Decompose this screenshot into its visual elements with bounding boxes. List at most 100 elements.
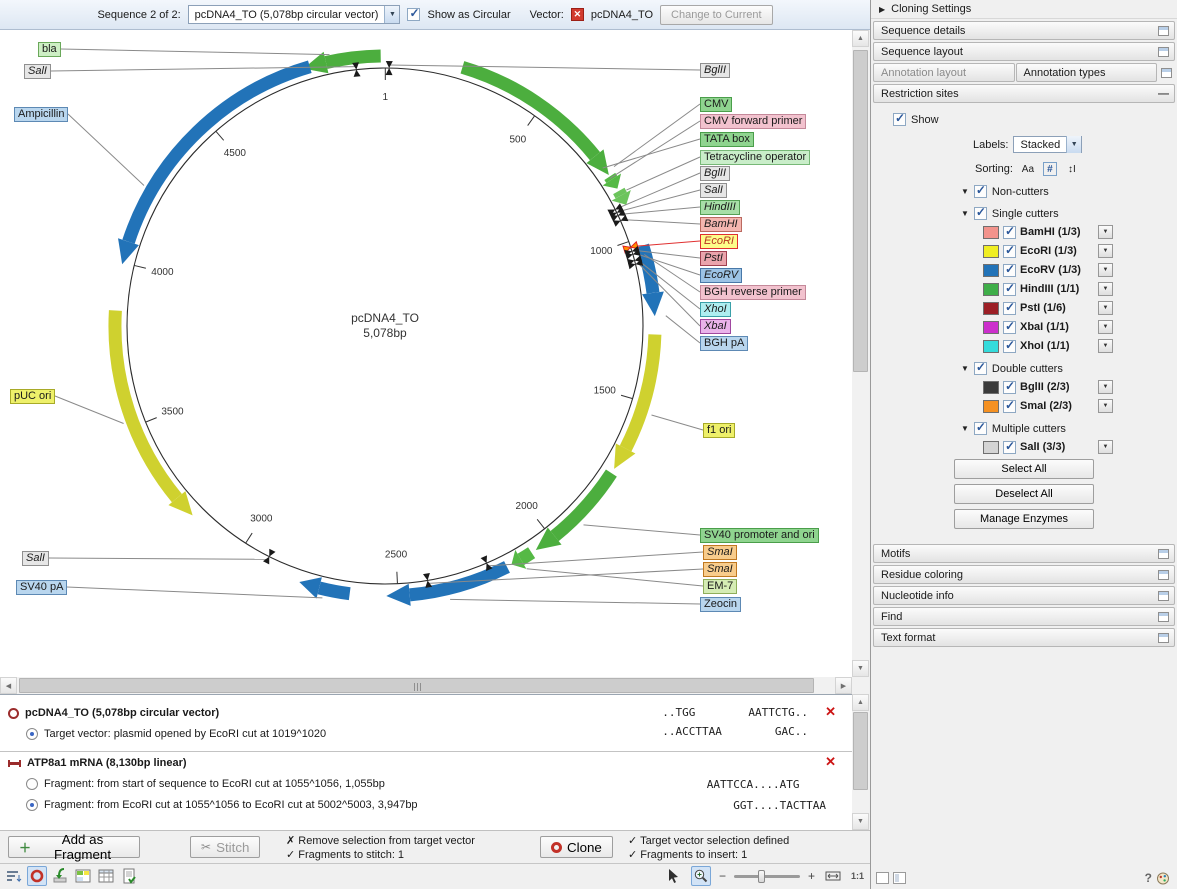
bglii-checkbox[interactable] bbox=[1003, 381, 1016, 394]
map-feature-label[interactable]: SV40 promoter and ori bbox=[700, 528, 819, 543]
plasmid-map-canvas[interactable]: 150010001500200025003000350040004500pcDN… bbox=[0, 30, 852, 677]
map-site-label[interactable]: SalI bbox=[700, 183, 727, 198]
restriction-site-marker[interactable] bbox=[625, 253, 633, 260]
sidebar-group-text-format[interactable]: Text format bbox=[873, 628, 1175, 647]
enzyme-options-dropdown-icon[interactable]: ▼ bbox=[1098, 282, 1113, 296]
map-site-label[interactable]: SmaI bbox=[703, 562, 737, 577]
multiple-cutters-checkbox[interactable] bbox=[974, 422, 987, 435]
map-site-label[interactable]: BglII bbox=[700, 166, 730, 181]
restriction-site-marker[interactable] bbox=[354, 70, 361, 77]
stitch-button[interactable]: ✂ Stitch bbox=[190, 836, 260, 858]
sidebar-group-nucleotide-info[interactable]: Nucleotide info bbox=[873, 586, 1175, 605]
restriction-site-marker[interactable] bbox=[269, 549, 275, 557]
sidebar-group-residue-coloring[interactable]: Residue coloring bbox=[873, 565, 1175, 584]
map-site-label[interactable]: EcoRI bbox=[700, 234, 738, 249]
enzyme-options-dropdown-icon[interactable]: ▼ bbox=[1098, 301, 1113, 315]
dock-panel-icon[interactable] bbox=[876, 872, 889, 884]
sequence-select[interactable]: pcDNA4_TO (5,078bp circular vector) ▼ bbox=[188, 5, 401, 24]
expand-triangle-icon[interactable]: ▼ bbox=[961, 209, 969, 218]
clone-button[interactable]: Clone bbox=[540, 836, 613, 858]
float-panel-icon[interactable] bbox=[1158, 612, 1169, 622]
smai-checkbox[interactable] bbox=[1003, 400, 1016, 413]
float-panel-icon[interactable] bbox=[1158, 549, 1169, 559]
map-feature-label[interactable]: bla bbox=[38, 42, 61, 57]
enzyme-options-dropdown-icon[interactable]: ▼ bbox=[1098, 399, 1113, 413]
cloning-settings-header[interactable]: ▶ Cloning Settings bbox=[871, 0, 1177, 19]
map-site-label[interactable]: XhoI bbox=[700, 302, 731, 317]
map-site-label[interactable]: BglII bbox=[700, 63, 730, 78]
feature-arc[interactable] bbox=[319, 588, 350, 594]
feature-arc[interactable] bbox=[326, 56, 381, 63]
show-restriction-checkbox[interactable] bbox=[893, 113, 906, 126]
restriction-site-marker[interactable] bbox=[352, 62, 359, 69]
sort-alphabetical-icon[interactable]: Aa bbox=[1021, 162, 1035, 176]
target-vector-radio[interactable] bbox=[26, 728, 38, 740]
sort-by-count-icon[interactable]: # bbox=[1043, 162, 1057, 176]
change-to-current-button[interactable]: Change to Current bbox=[660, 5, 773, 25]
float-panel-icon[interactable] bbox=[1158, 47, 1169, 57]
xbai-checkbox[interactable] bbox=[1003, 321, 1016, 334]
fit-to-screen-icon[interactable] bbox=[823, 866, 843, 886]
remove-insert-button[interactable]: ✕ bbox=[825, 755, 836, 768]
enzyme-options-dropdown-icon[interactable]: ▼ bbox=[1098, 320, 1113, 334]
restriction-site-marker[interactable] bbox=[425, 580, 432, 587]
ecori-checkbox[interactable] bbox=[1003, 245, 1016, 258]
restriction-site-marker[interactable] bbox=[386, 68, 393, 75]
sidebar-group-sequence-details[interactable]: Sequence details bbox=[873, 21, 1175, 40]
restriction-site-marker[interactable] bbox=[386, 61, 393, 68]
enzyme-options-dropdown-icon[interactable]: ▼ bbox=[1098, 244, 1113, 258]
side-panel-sort-icon[interactable] bbox=[4, 866, 24, 886]
insert-option-2-radio[interactable] bbox=[26, 799, 38, 811]
map-site-label[interactable]: SalI bbox=[22, 551, 49, 566]
table-colored-icon[interactable] bbox=[73, 866, 93, 886]
insert-option-1-radio[interactable] bbox=[26, 778, 38, 790]
expand-triangle-icon[interactable]: ▼ bbox=[961, 424, 969, 433]
collapse-section-icon[interactable]: — bbox=[1158, 88, 1169, 100]
float-panel-icon[interactable] bbox=[1158, 570, 1169, 580]
bamhi-checkbox[interactable] bbox=[1003, 226, 1016, 239]
enzyme-options-dropdown-icon[interactable]: ▼ bbox=[1098, 440, 1113, 454]
pointer-tool-icon[interactable] bbox=[663, 866, 683, 886]
feature-arc[interactable] bbox=[521, 553, 532, 560]
vector-option[interactable]: Target vector: plasmid opened by EcoRI c… bbox=[26, 728, 326, 740]
tab-annotation-layout[interactable]: Annotation layout bbox=[873, 63, 1015, 82]
map-feature-label[interactable]: EM-7 bbox=[703, 579, 737, 594]
sidebar-group-find[interactable]: Find bbox=[873, 607, 1175, 626]
split-panel-icon[interactable] bbox=[893, 872, 906, 884]
sidebar-group-sequence-layout[interactable]: Sequence layout bbox=[873, 42, 1175, 61]
palette-icon[interactable] bbox=[1156, 872, 1170, 885]
xhoi-checkbox[interactable] bbox=[1003, 340, 1016, 353]
help-icon[interactable]: ? bbox=[1145, 871, 1152, 885]
one-to-one-zoom-icon[interactable]: 1:1 bbox=[851, 871, 864, 881]
sort-by-length-icon[interactable]: ↕I bbox=[1065, 162, 1079, 176]
zoom-slider-thumb[interactable] bbox=[758, 870, 765, 883]
map-feature-label[interactable]: Ampicillin bbox=[14, 107, 68, 122]
feature-arc[interactable] bbox=[115, 311, 177, 499]
zoom-in-tool-icon[interactable] bbox=[691, 866, 711, 886]
sidebar-group-motifs[interactable]: Motifs bbox=[873, 544, 1175, 563]
tab-annotation-types[interactable]: Annotation types bbox=[1016, 63, 1158, 82]
restriction-site-marker[interactable] bbox=[628, 263, 636, 270]
enzyme-options-dropdown-icon[interactable]: ▼ bbox=[1098, 225, 1113, 239]
double-cutters-checkbox[interactable] bbox=[974, 362, 987, 375]
map-vertical-scrollbar[interactable]: ▲ ▼ bbox=[852, 30, 869, 677]
feature-arc[interactable] bbox=[619, 191, 621, 195]
import-sequence-icon[interactable] bbox=[50, 866, 70, 886]
fragments-scrollbar[interactable]: ▲ ▼ bbox=[852, 694, 869, 830]
psti-checkbox[interactable] bbox=[1003, 302, 1016, 315]
ecorv-checkbox[interactable] bbox=[1003, 264, 1016, 277]
float-panel-icon[interactable] bbox=[1158, 633, 1169, 643]
cutter-category-single-cutters[interactable]: ▼Single cutters bbox=[961, 207, 1177, 220]
non-cutters-checkbox[interactable] bbox=[974, 185, 987, 198]
map-site-label[interactable]: BamHI bbox=[700, 217, 742, 232]
expand-triangle-icon[interactable]: ▼ bbox=[961, 364, 969, 373]
deselect-all-button[interactable]: Deselect All bbox=[954, 484, 1094, 504]
enzyme-options-dropdown-icon[interactable]: ▼ bbox=[1098, 339, 1113, 353]
add-as-fragment-button[interactable]: ＋ Add as Fragment bbox=[8, 836, 140, 858]
cutter-category-non-cutters[interactable]: ▼Non-cutters bbox=[961, 185, 1177, 198]
float-panel-icon[interactable] bbox=[1158, 26, 1169, 36]
enzyme-options-dropdown-icon[interactable]: ▼ bbox=[1098, 380, 1113, 394]
cutter-category-multiple-cutters[interactable]: ▼Multiple cutters bbox=[961, 422, 1177, 435]
zoom-slider[interactable] bbox=[734, 875, 800, 878]
single-cutters-checkbox[interactable] bbox=[974, 207, 987, 220]
